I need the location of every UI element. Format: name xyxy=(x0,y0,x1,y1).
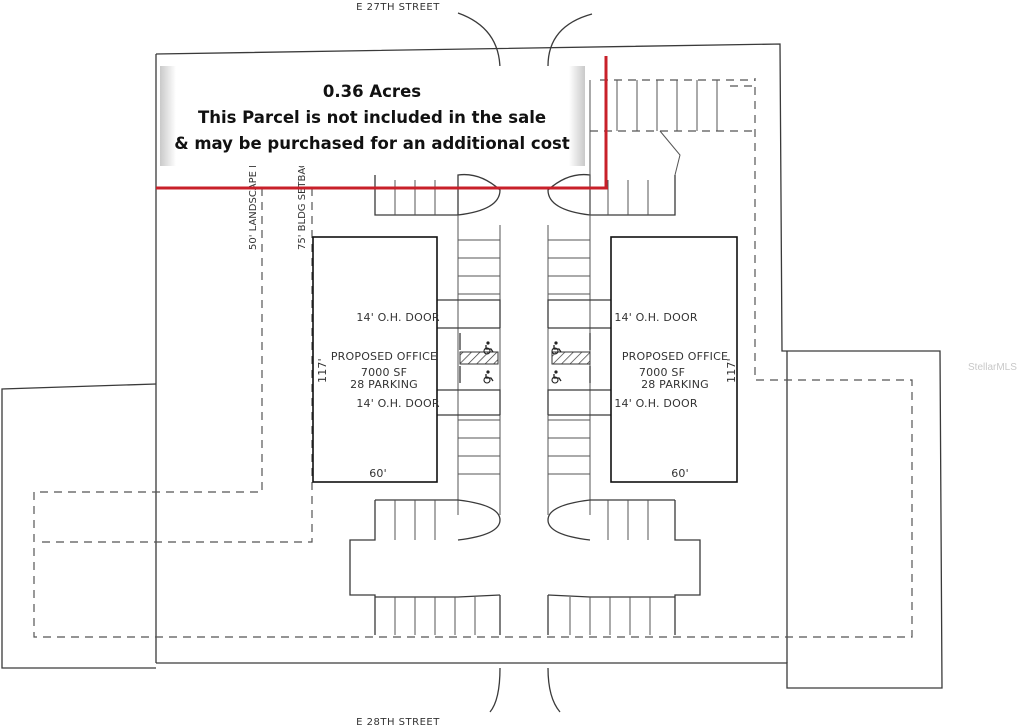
east-door-top-label: 14' O.H. DOOR xyxy=(614,311,697,324)
east-building: 14' O.H. DOOR PROPOSED OFFICE 7000 SF 28… xyxy=(610,236,738,483)
west-parking-label: 28 PARKING xyxy=(350,378,418,391)
east-use-label: PROPOSED OFFICE xyxy=(622,350,728,363)
central-stalls xyxy=(437,215,611,515)
west-door-top-label: 14' O.H. DOOR xyxy=(356,311,439,324)
accessible-parking xyxy=(459,333,591,384)
parcel-note: 0.36 Acres This Parcel is not included i… xyxy=(160,66,585,166)
east-area-label: 7000 SF xyxy=(639,366,685,379)
west-building: 14' O.H. DOOR PROPOSED OFFICE 7000 SF 28… xyxy=(312,236,440,483)
west-depth-label: 117' xyxy=(316,358,329,383)
east-depth-label: 117' xyxy=(725,358,738,383)
accessible-parking-icon xyxy=(483,341,494,355)
hatched-access-aisle-icon xyxy=(551,351,591,365)
building-setback-label: 75' BLDG SETBAC xyxy=(297,161,308,250)
parcel-note-line1: This Parcel is not included in the sale xyxy=(198,108,546,127)
accessible-parking-icon xyxy=(551,370,562,384)
parcel-note-line2: & may be purchased for an additional cos… xyxy=(174,134,570,153)
south-parking-area xyxy=(349,499,701,635)
landscape-setback-label: 50' LANDSCAPE B xyxy=(248,161,259,250)
property-boundary xyxy=(1,43,943,689)
north-parking-area xyxy=(374,80,718,216)
accessible-parking-icon xyxy=(551,341,562,355)
east-parking-label: 28 PARKING xyxy=(641,378,709,391)
west-door-bottom-label: 14' O.H. DOOR xyxy=(356,397,439,410)
south-entrance xyxy=(489,667,561,713)
hatched-access-aisle-icon xyxy=(459,351,499,365)
south-street-label: E 28TH STREET xyxy=(356,717,440,727)
parcel-acres: 0.36 Acres xyxy=(323,82,421,101)
west-area-label: 7000 SF xyxy=(361,366,407,379)
west-width-label: 60' xyxy=(369,467,387,480)
watermark: StellarMLS xyxy=(968,362,1017,373)
east-door-bottom-label: 14' O.H. DOOR xyxy=(614,397,697,410)
west-use-label: PROPOSED OFFICE xyxy=(331,350,437,363)
north-street-label: E 27TH STREET xyxy=(356,2,440,13)
excluded-parcel-boundary xyxy=(156,56,608,190)
north-entrance xyxy=(457,12,593,71)
east-width-label: 60' xyxy=(671,467,689,480)
accessible-parking-icon xyxy=(483,370,494,384)
